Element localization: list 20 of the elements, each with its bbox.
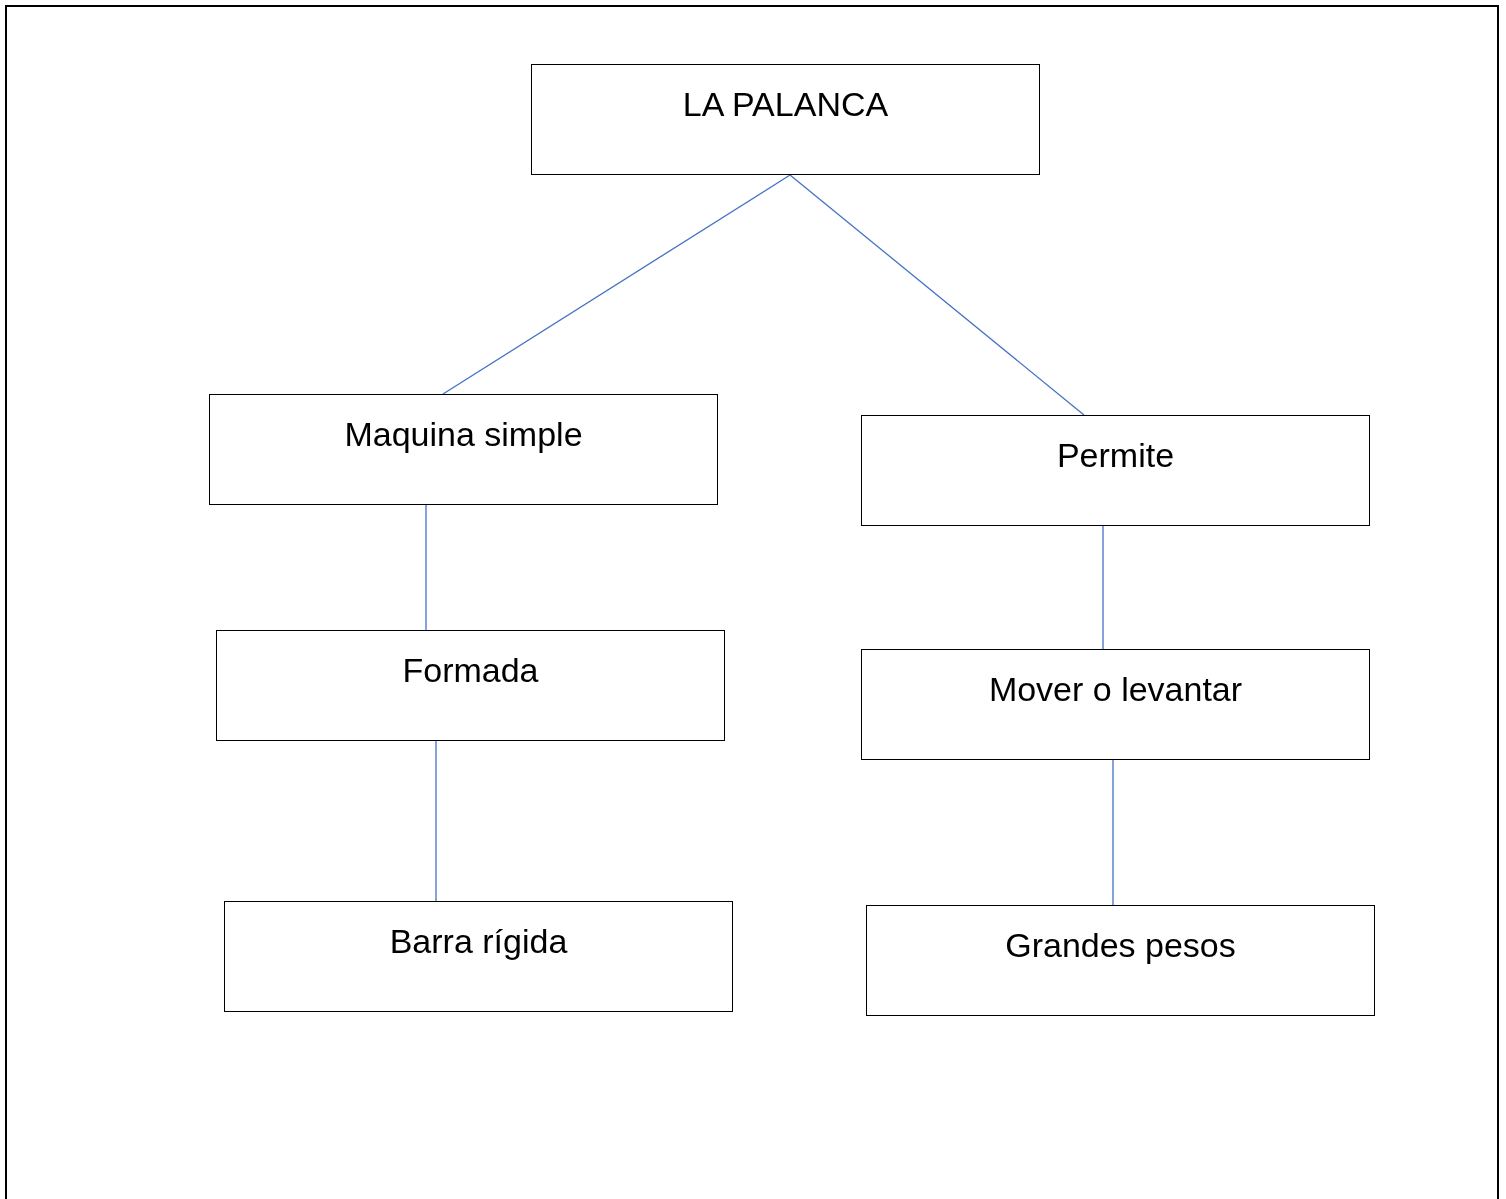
connector-line [425, 504, 427, 631]
node-label: Barra rígida [388, 922, 569, 961]
connector-line [442, 174, 791, 395]
node-label: Formada [401, 651, 540, 690]
concept-box [209, 394, 718, 505]
concept-box [531, 64, 1040, 175]
node-label: Mover o levantar [987, 670, 1244, 709]
node-label: Permite [1055, 436, 1176, 475]
concept-box [861, 649, 1370, 760]
node-label: Maquina simple [343, 415, 584, 454]
connector-line [1102, 525, 1104, 650]
connector-line [435, 740, 437, 902]
connector-line [1112, 759, 1114, 906]
concept-box [224, 901, 733, 1012]
concept-box [216, 630, 725, 741]
node-label: LA PALANCA [681, 85, 890, 124]
connector-line [789, 174, 1085, 416]
concept-box [861, 415, 1370, 526]
node-label: Grandes pesos [1004, 926, 1237, 965]
concept-box [866, 905, 1375, 1016]
